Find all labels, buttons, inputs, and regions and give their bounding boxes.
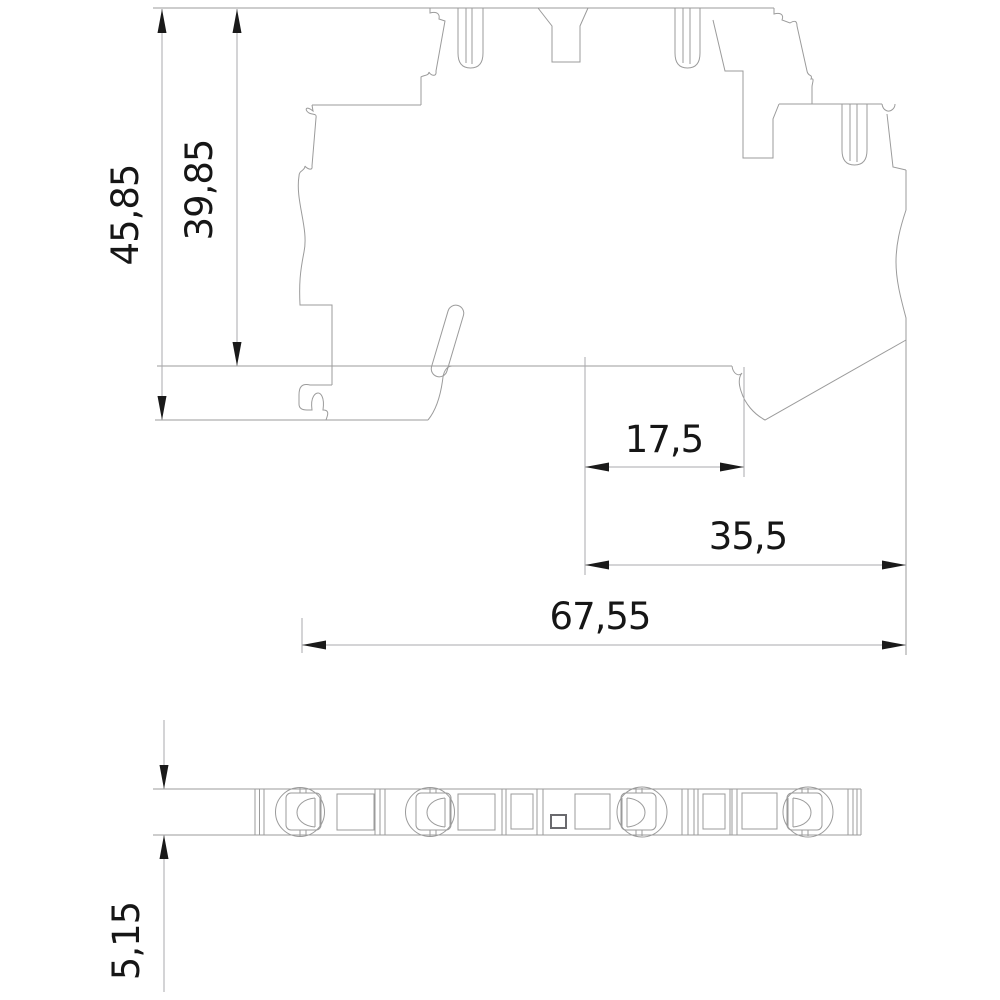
dim-17-5-label: 17,5 [625,418,703,461]
dim-67-55-arrow-left [302,640,326,650]
screw-slot-2-inner [682,8,691,64]
screw-slot-1-inner [465,8,473,64]
foot-right-curve [427,365,453,421]
wire-square-4 [741,792,778,830]
dim-17-5-arrow-right [720,462,744,472]
release-latch [430,304,465,378]
dim-45-85-arrow-down [157,396,167,420]
clamp-circle-3 [616,786,668,838]
dimension-strip-thickness: 5,15 [105,720,169,992]
base-notch-and-diagonal [731,339,907,421]
clamp-circle-1 [275,787,325,837]
dim-39-85-arrow-down [232,342,242,366]
tube-inner-right [702,793,726,830]
second-tier-screw-slot-inner [849,104,858,162]
test-funnel [537,7,589,63]
dim-17-5-arrow-left [585,462,609,472]
bottom-view [153,786,862,838]
dim-67-55-arrow-right [882,640,906,650]
right-edge [895,170,907,655]
left-body-edge [297,104,333,385]
inter-tier-recess [712,19,780,159]
dimensions-side-view: 45,85 39,85 17,5 35,5 67,55 [104,9,906,653]
din-foot [298,384,332,421]
tube-inner-left [510,793,534,830]
dim-39-85-label: 39,85 [178,140,221,241]
center-test-square [550,814,567,829]
dim-67-55-label: 67,55 [550,595,651,638]
dim-5-15-label: 5,15 [105,902,148,980]
dim-39-85-arrow-up [232,9,242,33]
dim-35-5-arrow-right [882,560,906,570]
upper-tier-left-wall [420,8,446,105]
dim-35-5-arrow-left [585,560,609,570]
upper-tier-right-wall [773,8,814,104]
side-view [153,7,907,655]
dim-35-5-label: 35,5 [709,515,787,558]
dim-45-85-label: 45,85 [104,165,147,266]
wire-square-3 [574,793,611,830]
second-tier-screw-slot [841,104,868,166]
wire-square-2 [457,793,496,831]
second-tier-right-hook [881,103,907,171]
clamp-circle-2 [405,787,455,837]
strip-edges [153,788,861,836]
clamp-circle-4 [782,786,834,838]
dim-5-15-arrow-up [159,835,169,859]
wire-square-1 [336,793,375,831]
dim-45-85-arrow-up [157,9,167,33]
dim-5-15-arrow-down [159,765,169,789]
screw-slot-2 [674,8,701,69]
screw-slot-1 [457,8,484,69]
strip-partitions [254,789,862,835]
